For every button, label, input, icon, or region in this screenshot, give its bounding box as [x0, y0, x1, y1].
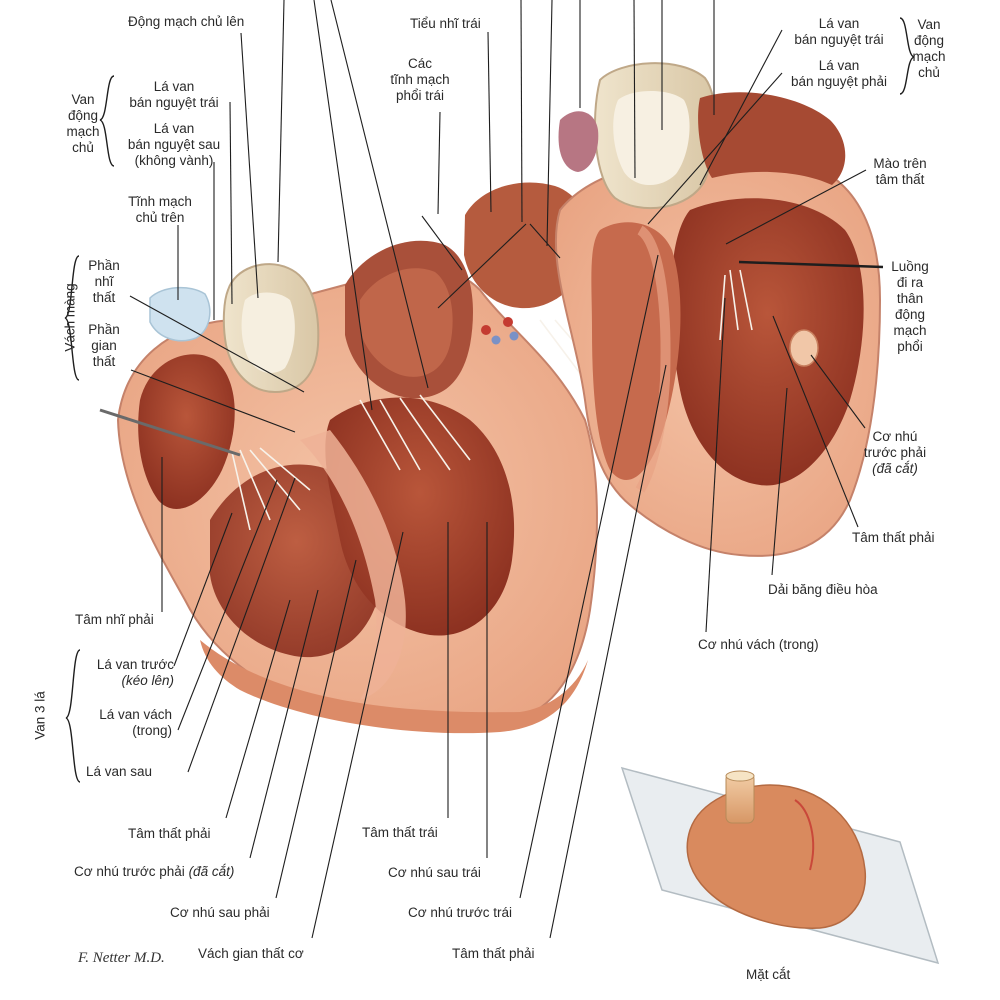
- label-tricuspid-valve: Van 3 lá: [32, 691, 48, 740]
- label-section-caption: Mặt cắt: [746, 967, 791, 982]
- iv-part-line-2: gian: [91, 338, 117, 353]
- rt-aortic-left-line-1: Lá van: [818, 16, 860, 31]
- label-supraventricular-crest: Mào trên tâm thất: [862, 156, 938, 188]
- ant-papillary-right-line-3: (đã cắt): [872, 461, 918, 476]
- rt-aortic-group-line-1: Van: [917, 17, 941, 32]
- label-right-ventricle-right: Tâm thất phải: [852, 530, 935, 545]
- left-heart-section: [116, 266, 598, 734]
- label-aorta-ascending: Động mạch chủ lên: [128, 14, 245, 29]
- label-aortic-valve-group-right: Van động mạch chủ: [906, 17, 952, 81]
- sep-leaflet-line-1: Lá van vách: [99, 707, 172, 722]
- rt-aortic-left-line-2: bán nguyệt trái: [794, 32, 884, 47]
- label-aortic-right-cusp: Lá van bán nguyệt phải: [780, 58, 898, 90]
- svc-line-1: Tĩnh mạch: [128, 194, 192, 209]
- label-superior-vena-cava: Tĩnh mạch chủ trên: [110, 194, 210, 226]
- label-left-auricle: Tiểu nhĩ trái: [410, 16, 481, 31]
- right-heart-section: [554, 155, 882, 557]
- svc-line-2: chủ trên: [135, 210, 185, 225]
- rt-aortic-group-line-4: chủ: [918, 65, 940, 80]
- label-posterior-papillary-right: Cơ nhú sau phải: [170, 905, 270, 920]
- label-pulmonary-veins: Các tĩnh mạch phổi trái: [360, 56, 480, 104]
- label-septal-papillary: Cơ nhú vách (trong): [698, 637, 819, 652]
- label-muscular-septum: Vách gian thất cơ: [198, 946, 304, 961]
- label-septal-leaflet: Lá van vách (trong): [82, 707, 172, 739]
- outflow-line-1: Luồng: [891, 259, 929, 274]
- post-cusp-line-3: (không vành): [134, 153, 214, 168]
- svc-stump: [149, 286, 211, 342]
- label-posterior-papillary-left: Cơ nhú sau trái: [388, 865, 481, 880]
- aortic-group-line-1: Van: [71, 92, 95, 107]
- av-part-line-2: nhĩ: [94, 274, 114, 289]
- left-cusp-line-1: Lá van: [153, 79, 195, 94]
- ant-papillary-cut-text: Cơ nhú trước phải: [74, 864, 185, 879]
- rt-aortic-group-line-2: động: [913, 33, 945, 48]
- right-chordae: [719, 269, 753, 341]
- rt-aortic-right-line-1: Lá van: [818, 58, 860, 73]
- outflow-line-3: thân: [896, 291, 924, 306]
- pulmonary-trunk: [698, 92, 846, 185]
- braces: [64, 17, 915, 783]
- pulm-veins-line-1: Các: [407, 56, 432, 71]
- label-aortic-left-cusp: Lá van bán nguyệt trái: [780, 16, 898, 48]
- aortic-root: [222, 263, 320, 394]
- outflow-line-2: đi ra: [896, 275, 924, 290]
- aortic-group-line-3: mạch: [66, 124, 100, 139]
- supraventricular-line-1: Mào trên: [873, 156, 927, 171]
- label-right-atrium: Tâm nhĩ phải: [75, 612, 154, 627]
- label-pulmonary-outflow: Luồng đi ra thân động mạch phổi: [882, 259, 938, 355]
- ant-papillary-cut-note: (đã cắt): [188, 864, 235, 879]
- iv-part-line-1: Phần: [88, 322, 120, 337]
- left-cusp-line-2: bán nguyệt trái: [129, 95, 219, 110]
- label-moderator-band: Dải băng điều hòa: [768, 582, 878, 597]
- label-left-ventricle: Tâm thất trái: [362, 825, 438, 840]
- ant-leaflet-line-2: (kéo lên): [121, 673, 174, 688]
- left-atrium: [345, 240, 473, 399]
- label-anterior-papillary-right: Cơ nhú trước phải (đã cắt): [860, 429, 930, 477]
- aortic-group-line-2: động: [67, 108, 99, 123]
- label-posterior-semilunar-cusp: Lá van bán nguyệt sau (không vành): [114, 121, 234, 169]
- post-cusp-line-1: Lá van: [153, 121, 195, 136]
- label-anterior-papillary-left: Cơ nhú trước trái: [408, 905, 513, 920]
- supraventricular-line-2: tâm thất: [875, 172, 925, 187]
- ant-papillary-right-line-2: trước phải: [863, 445, 927, 460]
- label-membranous-septum: Vách màng: [62, 283, 78, 352]
- rt-aortic-group-line-3: mạch: [912, 49, 946, 64]
- section-inset: [620, 766, 940, 965]
- label-atrioventricular-part: Phần nhĩ thất: [82, 258, 126, 306]
- vessel-dots: [481, 317, 519, 345]
- iv-part-line-3: thất: [92, 354, 116, 369]
- sep-leaflet-line-2: (trong): [132, 723, 172, 738]
- artist-signature: F. Netter M.D.: [78, 950, 165, 966]
- label-right-ventricle-bottom-left: Tâm thất phải: [128, 826, 211, 841]
- rt-aortic-right-line-2: bán nguyệt phải: [790, 74, 888, 89]
- pulm-veins-line-2: tĩnh mạch: [390, 72, 450, 87]
- leader-lines: [99, 0, 884, 939]
- label-interventricular-part: Phần gian thất: [82, 322, 126, 370]
- left-auricle: [464, 182, 589, 309]
- label-right-ventricle-bottom-center: Tâm thất phải: [452, 946, 535, 961]
- label-anterior-leaflet: Lá van trước (kéo lên): [82, 657, 174, 689]
- post-cusp-line-2: bán nguyệt sau: [127, 137, 221, 152]
- pulm-veins-line-3: phổi trái: [395, 88, 445, 103]
- ant-leaflet-line-1: Lá van trước: [96, 657, 174, 672]
- outflow-line-5: mạch: [893, 323, 927, 338]
- aortic-valve-top-right: [558, 62, 717, 210]
- outflow-line-4: động: [894, 307, 926, 322]
- label-left-semilunar-cusp: Lá van bán nguyệt trái: [114, 79, 234, 111]
- ant-papillary-right-line-1: Cơ nhú: [872, 429, 918, 444]
- label-anterior-papillary-cut: Cơ nhú trước phải (đã cắt): [74, 864, 234, 880]
- outflow-line-6: phổi: [897, 339, 923, 354]
- av-part-line-1: Phần: [88, 258, 120, 273]
- label-aortic-valve-group: Van động mạch chủ: [60, 92, 106, 156]
- av-part-line-3: thất: [92, 290, 116, 305]
- papillary-cut: [789, 329, 819, 367]
- aortic-group-line-4: chủ: [72, 140, 94, 155]
- label-posterior-leaflet: Lá van sau: [86, 764, 153, 779]
